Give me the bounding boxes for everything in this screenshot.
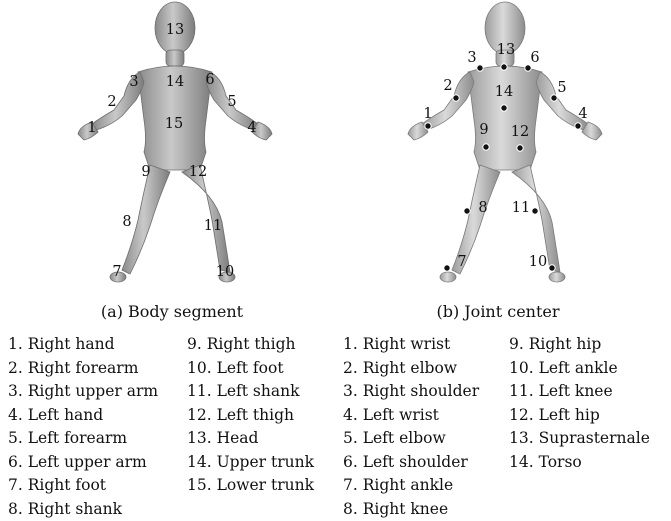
joint-label: 11 — [512, 200, 530, 216]
joint-label: 9 — [479, 122, 488, 138]
legend-item: 2. Right forearm — [8, 357, 158, 381]
legend-item: 4. Left hand — [8, 404, 158, 428]
legend-item: 12. Left thigh — [187, 404, 314, 428]
legend-item: 15. Lower trunk — [187, 474, 314, 498]
legend-item: 14. Torso — [509, 451, 650, 475]
joint-label: 7 — [457, 254, 466, 270]
segment-label: 6 — [205, 72, 214, 88]
legend-item: 12. Left hip — [509, 404, 650, 428]
segment-label: 4 — [247, 120, 256, 136]
body-silhouette — [78, 2, 272, 282]
legend-item: 11. Left knee — [509, 380, 650, 404]
segment-label: 15 — [165, 116, 183, 132]
legend-item: 3. Right shoulder — [343, 380, 479, 404]
joint-marker — [549, 265, 555, 271]
joint-label: 8 — [478, 200, 487, 216]
joint-marker — [501, 105, 507, 111]
legend-item: 5. Left forearm — [8, 427, 158, 451]
joint-marker — [575, 123, 581, 129]
joint-marker — [444, 265, 450, 271]
legend-item: 8. Right knee — [343, 498, 479, 521]
caption-joint-center: (b) Joint center — [348, 302, 648, 321]
legend-item: 9. Right thigh — [187, 333, 314, 357]
joint-marker — [483, 144, 489, 150]
joint-marker — [425, 123, 431, 129]
legend-item: 14. Upper trunk — [187, 451, 314, 475]
legend-item: 10. Left ankle — [509, 357, 650, 381]
legend-item: 6. Left upper arm — [8, 451, 158, 475]
joint-legend-col-1: 1. Right wrist 2. Right elbow 3. Right s… — [343, 333, 479, 521]
joint-label: 1 — [423, 106, 432, 122]
legend-item: 8. Right shank — [8, 498, 158, 521]
legend-item: 9. Right hip — [509, 333, 650, 357]
segment-legend-col-2: 9. Right thigh 10. Left foot 11. Left sh… — [187, 333, 314, 498]
segment-label: 7 — [112, 264, 121, 280]
segment-label: 3 — [129, 74, 138, 90]
segment-label: 12 — [189, 164, 207, 180]
joint-label: 14 — [495, 84, 513, 100]
joint-marker — [551, 95, 557, 101]
segment-label: 8 — [122, 214, 131, 230]
segment-label: 9 — [141, 164, 150, 180]
segment-label: 13 — [166, 22, 184, 38]
legend-item: 2. Right elbow — [343, 357, 479, 381]
segment-legend-col-1: 1. Right hand 2. Right forearm 3. Right … — [8, 333, 158, 521]
legend-item: 7. Right foot — [8, 474, 158, 498]
legend-item: 13. Suprasternale — [509, 427, 650, 451]
joint-marker — [501, 64, 507, 70]
legend-item: 10. Left foot — [187, 357, 314, 381]
joint-marker — [532, 208, 538, 214]
joint-marker — [517, 145, 523, 151]
joint-legend-col-2: 9. Right hip 10. Left ankle 11. Left kne… — [509, 333, 650, 474]
joint-label: 6 — [530, 50, 539, 66]
legend-item: 1. Right hand — [8, 333, 158, 357]
joint-label: 10 — [529, 254, 547, 270]
joint-label: 2 — [443, 78, 452, 94]
joint-label: 5 — [557, 80, 566, 96]
legend-item: 1. Right wrist — [343, 333, 479, 357]
legend-item: 7. Right ankle — [343, 474, 479, 498]
segment-label: 2 — [107, 94, 116, 110]
joint-label: 4 — [578, 106, 587, 122]
segment-label: 11 — [204, 218, 222, 234]
joint-label: 3 — [467, 50, 476, 66]
legend-item: 11. Left shank — [187, 380, 314, 404]
joint-marker — [453, 95, 459, 101]
legend-item: 3. Right upper arm — [8, 380, 158, 404]
segment-label: 1 — [87, 120, 96, 136]
joint-marker — [477, 65, 483, 71]
legend-item: 6. Left shoulder — [343, 451, 479, 475]
segment-label: 5 — [227, 94, 236, 110]
legend-item: 4. Left wrist — [343, 404, 479, 428]
joint-label: 13 — [497, 42, 515, 58]
joint-marker — [464, 208, 470, 214]
legend-item: 13. Head — [187, 427, 314, 451]
segment-label: 14 — [166, 74, 184, 90]
legend-item: 5. Left elbow — [343, 427, 479, 451]
segment-label: 10 — [216, 264, 234, 280]
caption-body-segment: (a) Body segment — [22, 302, 322, 321]
joint-label: 12 — [511, 124, 529, 140]
